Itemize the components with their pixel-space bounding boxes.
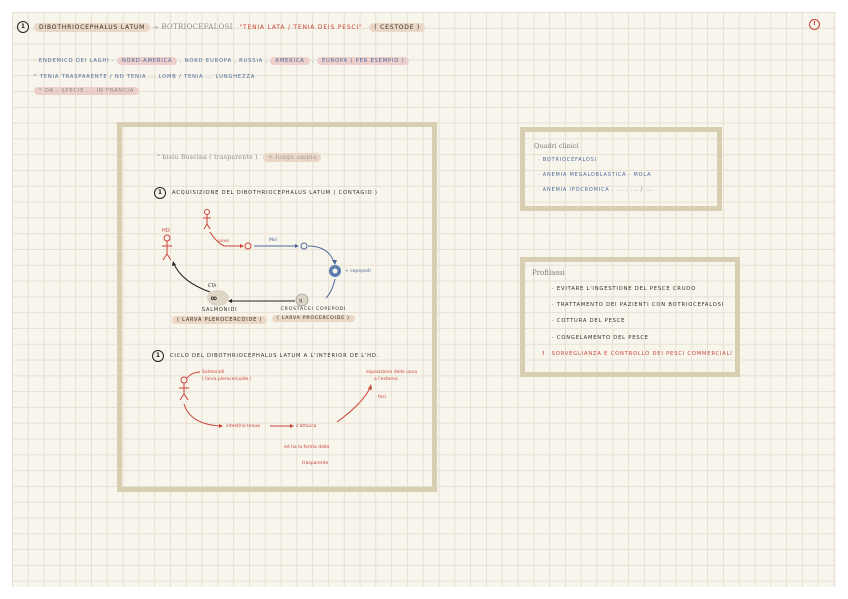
intro-line-3-text: ° DA : SPECIE ... IN FRANCIA [34, 87, 140, 95]
clinical-item-2: · anemia megaloblastica · mola [538, 172, 652, 178]
prophylaxis-title: Profilassi [532, 269, 565, 277]
intro-mid-2: , [312, 58, 315, 64]
internal-cycle-diagram: Salmonidi ( larva plerocercoide ) intest… [179, 369, 417, 466]
prophylaxis-warning: ! Sorveglianza e controllo dei pesci com… [542, 351, 733, 357]
d2-expo-a: esposizione delle uova [366, 369, 417, 375]
coracidium-icon [300, 242, 308, 250]
prophylaxis-item-1: · evitare l'ingestione del pesce crudo [552, 286, 696, 292]
fish-icon: ∞ [210, 294, 218, 304]
section-1-title: Acquisizione del Dibothriocephalus latum… [172, 190, 378, 196]
clock-icon[interactable] [809, 19, 820, 30]
life-cycle-box [117, 122, 437, 492]
alert-icon: ! [542, 351, 546, 357]
intro-line-1: · ENDEMICO DEI LAGHI · NORD-AMERICA , NO… [34, 57, 410, 65]
common-name: "TENIA LATA / TENIA DEIS PESCI" [239, 24, 363, 31]
crostacei-caption: Crostacei copepodi ( larva procercoide ) [272, 307, 355, 322]
crostacei-node-label: q [299, 298, 302, 304]
prophylaxis-item-2: · trattamento dei pazienti con botriocef… [552, 302, 725, 308]
crostacei-node [295, 293, 309, 307]
human-host-icon [162, 234, 172, 261]
d2-feci: feci [378, 394, 386, 400]
prophylaxis-item-3: · cottura del pesce [552, 318, 626, 324]
section-2-title: Ciclo del Dibothriocephalus latum a l'in… [170, 353, 380, 359]
section-1-icon: 1 [154, 187, 166, 199]
human-host-icon-2 [179, 376, 189, 401]
main-note: ° bisiu Buscina ( trasparente ) + lunga … [157, 153, 322, 162]
intro-prefix: · ENDEMICO DEI LAGHI · [34, 58, 115, 64]
prophylaxis-item-4: · congelamento del pesce [552, 335, 649, 341]
species-title: DIBOTHRIOCEPHALUS LATUM [34, 23, 151, 32]
prophylaxis-warning-text: Sorveglianza e controllo dei pesci comme… [551, 351, 733, 357]
salmon-caption-title: Salmonidi [201, 307, 238, 313]
salmon-node [207, 290, 229, 306]
intro-highlight-3: EUROPA ( PER ESEMPIO ) [316, 57, 410, 65]
notebook-page: 1 DIBOTHRIOCEPHALUS LATUM → BOTRIOCEFALO… [12, 12, 836, 587]
clinical-item-3: · anemia ipocromica · ... , ... / ... [538, 187, 653, 193]
eta-label: ETA [208, 283, 217, 289]
egg-label: uovo [218, 239, 229, 244]
definitive-host-icon [203, 209, 211, 230]
header-line: DIBOTHRIOCEPHALUS LATUM → BOTRIOCEFALOSI… [34, 23, 426, 32]
d2-result-b: trasparente [302, 460, 328, 466]
d2-salmon-a: Salmonidi [202, 369, 224, 375]
crostacei-caption-sub: ( larva procercoide ) [272, 315, 355, 322]
crostacei-caption-title: Crostacei copepodi [280, 307, 347, 312]
clinical-title: Quadri clinici [534, 142, 579, 150]
intro-line-2: ° TENIA TRASPARENTE / NO TENIA ... LOMB … [34, 74, 256, 80]
arrow-icon: → [152, 24, 159, 31]
clinical-box [520, 127, 722, 211]
copepodi-label: + copepodi [345, 268, 371, 274]
d2-attack: s'attacca [296, 423, 317, 429]
salmon-caption: Salmonidi ( larva plerocercoide ) [172, 307, 268, 324]
group-label: ( CESTODE ) [369, 23, 426, 32]
disease-name: BOTRIOCEFALOSI [161, 23, 233, 31]
intro-highlight-2: AMERICA [270, 57, 310, 65]
prophylaxis-box [520, 257, 740, 377]
d2-expo-b: a l'esterno [374, 376, 398, 382]
d2-bussel: intestino tenue [226, 423, 260, 429]
mol-label: Mol [269, 237, 277, 243]
intro-line-3: ° DA : SPECIE ... IN FRANCIA [34, 87, 140, 95]
transmission-diagram: HO uovo Mol + copepodi q [162, 209, 371, 307]
section-number-icon: 1 [17, 21, 29, 33]
d2-result-a: ed ha la forma della [284, 444, 329, 450]
main-note-text: ° bisiu Buscina ( trasparente ) [157, 154, 258, 161]
intro-mid: , NORD EUROPA , RUSSIA , [179, 58, 268, 64]
salmon-caption-sub: ( larva plerocercoide ) [172, 316, 268, 324]
d2-salmon-b: ( larva plerocercoide ) [202, 376, 252, 382]
intro-highlight-1: NORD-AMERICA [116, 57, 178, 65]
main-note-tag: + lunga ampia [263, 153, 322, 162]
clinical-item-1: · Botriocefalosi [538, 157, 597, 163]
egg-icon [244, 242, 252, 250]
ho-label: HO [162, 228, 170, 234]
section-2-icon: 1 [152, 350, 164, 362]
